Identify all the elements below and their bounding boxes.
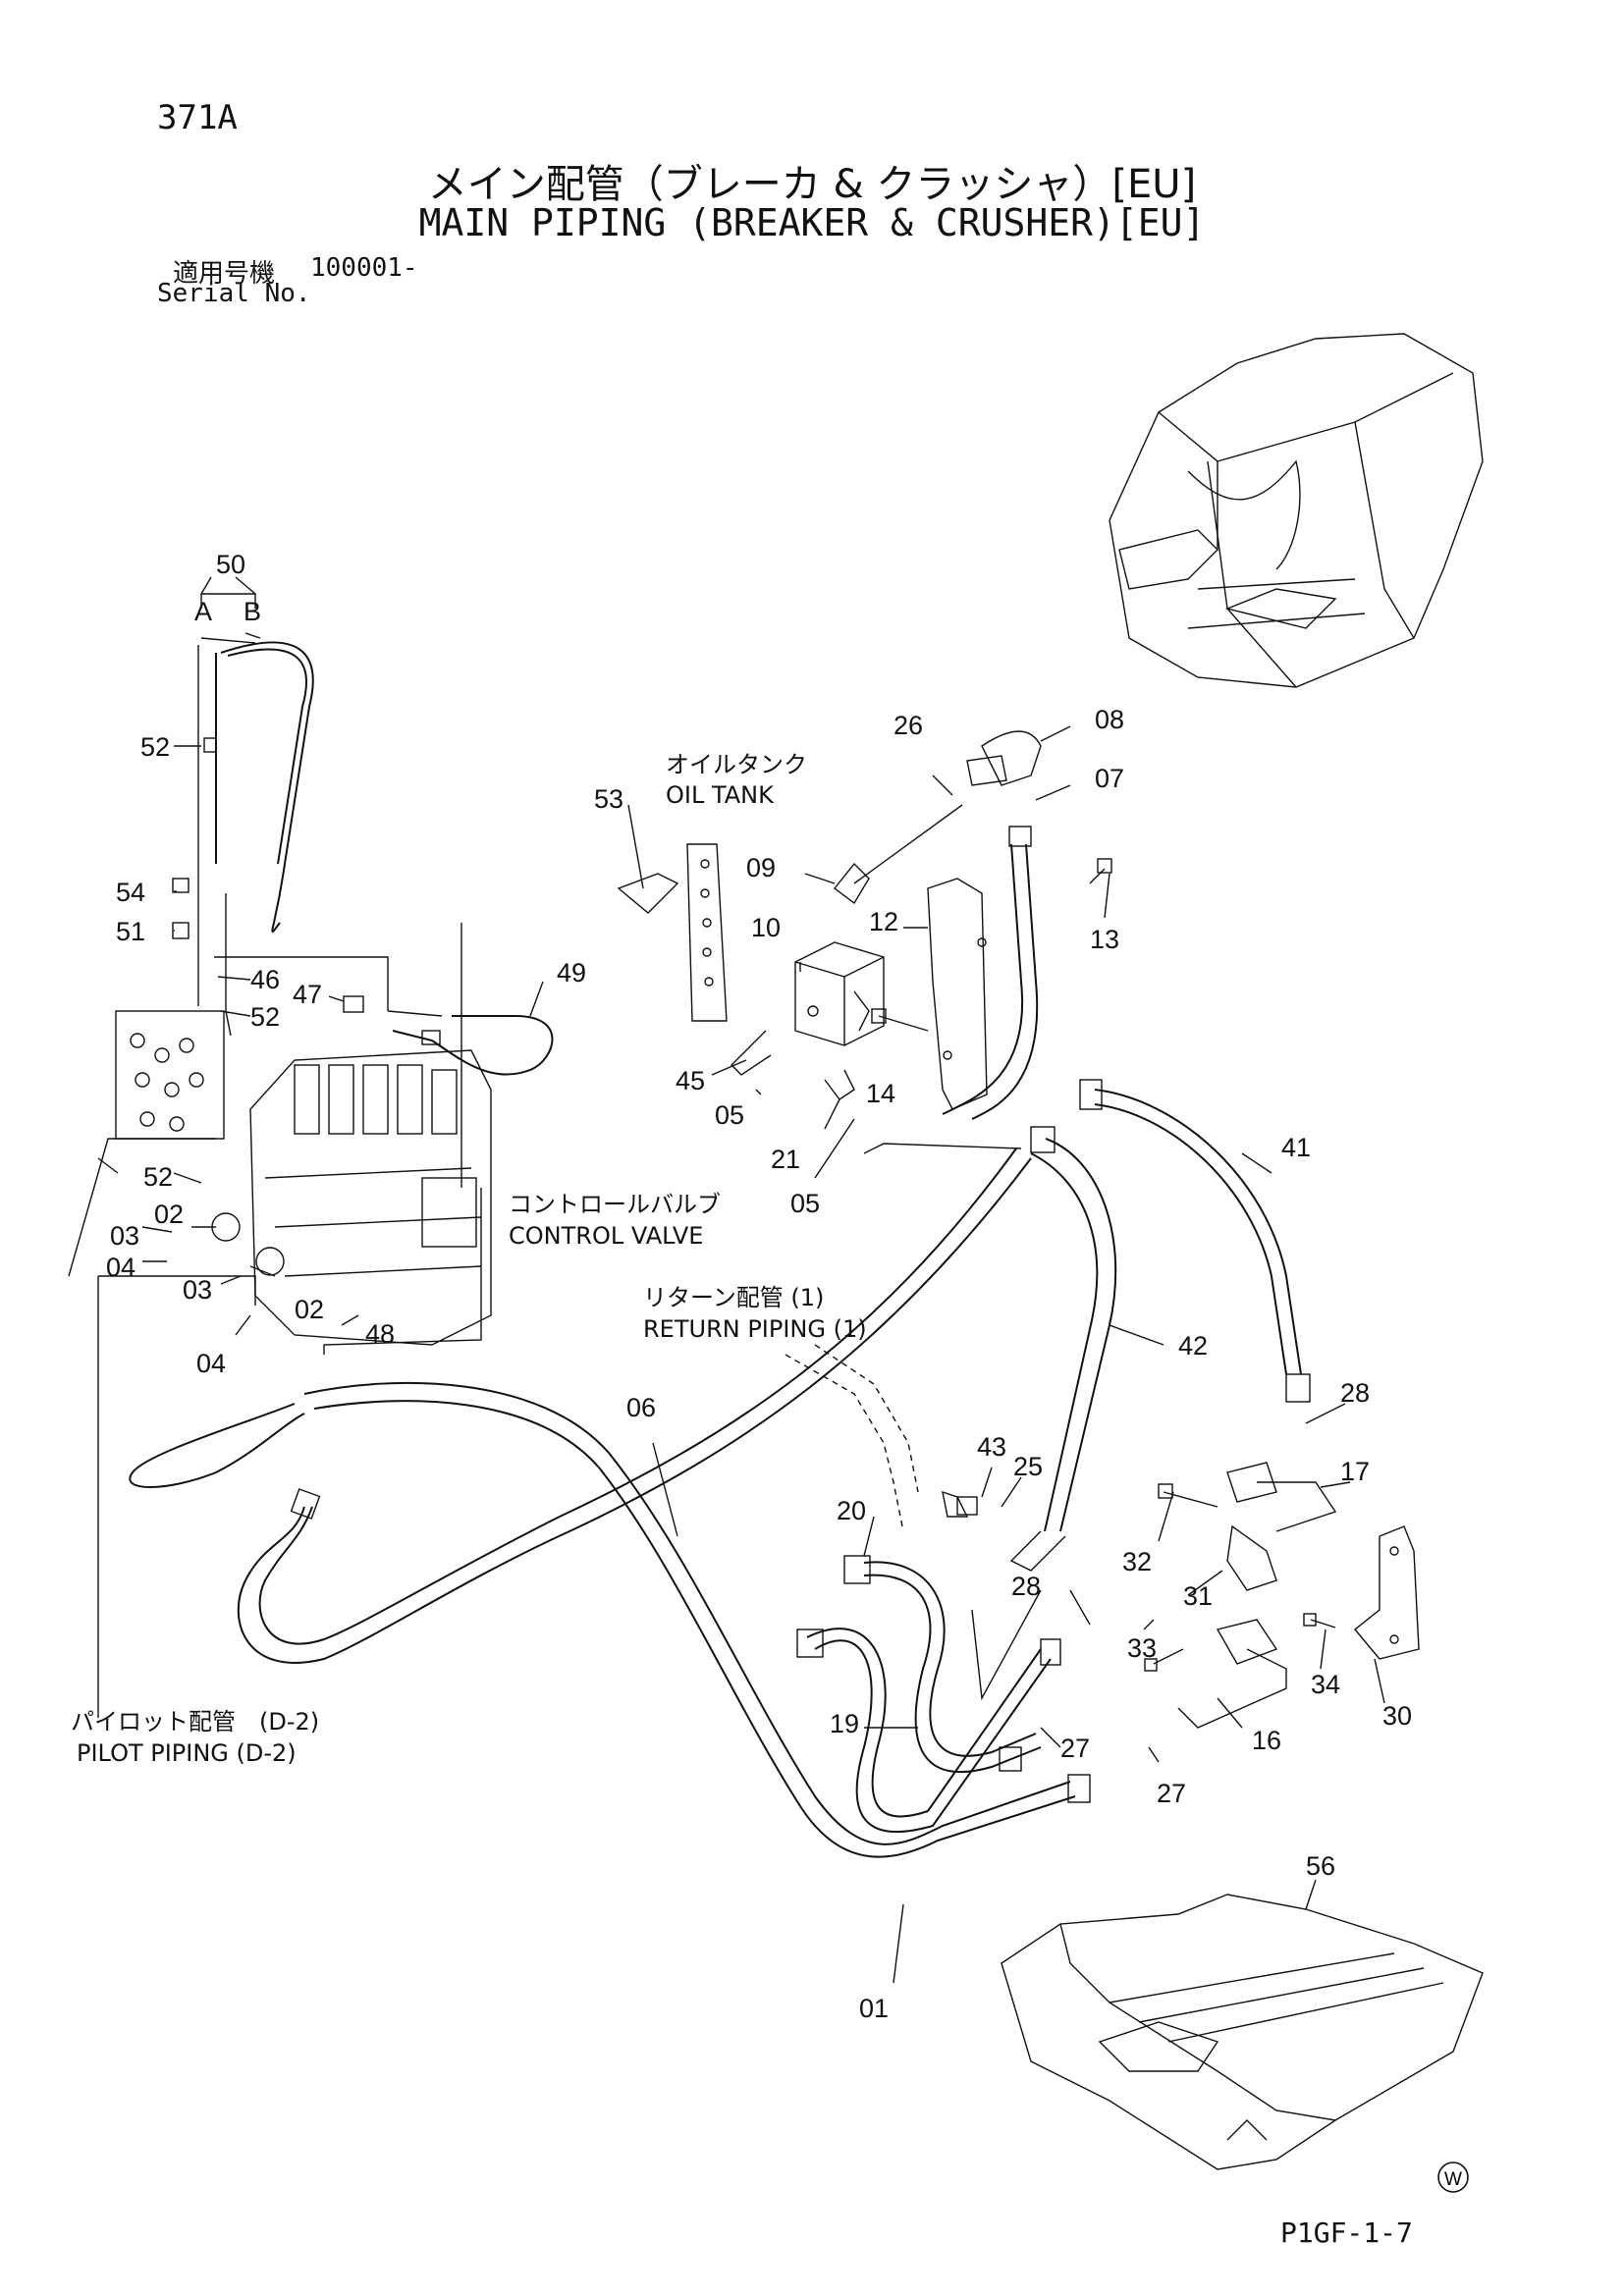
callout-07: 07 bbox=[1095, 764, 1124, 793]
callout-47: 47 bbox=[293, 980, 322, 1009]
callout-45: 45 bbox=[676, 1066, 705, 1095]
callout-25: 25 bbox=[1013, 1452, 1043, 1481]
return-piping-label-jp: リターン配管 (1) bbox=[643, 1284, 824, 1311]
serial-number-value: 100001- bbox=[310, 253, 418, 283]
callout-06: 06 bbox=[626, 1393, 656, 1422]
hose-19-20 bbox=[796, 1555, 1061, 1834]
hose-42 bbox=[1009, 1126, 1117, 1572]
title-japanese: メイン配管（ブレーカ & クラッシャ）[EU] bbox=[427, 162, 1197, 207]
callout-30: 30 bbox=[1382, 1701, 1412, 1731]
callout-52: 52 bbox=[140, 732, 170, 762]
callout-05: 05 bbox=[715, 1100, 744, 1130]
hose-41 bbox=[1079, 1079, 1311, 1403]
adapters-16-17 bbox=[1177, 1462, 1420, 1729]
callout-02: 02 bbox=[295, 1295, 324, 1324]
return-piping-outline bbox=[785, 1344, 919, 1532]
callout-21: 21 bbox=[771, 1145, 800, 1174]
callout-49: 49 bbox=[557, 958, 586, 988]
callout-08: 08 bbox=[1095, 705, 1124, 734]
callout-28: 28 bbox=[1340, 1378, 1370, 1408]
selector-valve-block bbox=[731, 730, 1042, 1100]
callout-33: 33 bbox=[1127, 1633, 1157, 1663]
callout-17: 17 bbox=[1340, 1457, 1370, 1486]
callout-27: 27 bbox=[1060, 1734, 1090, 1763]
callout-09: 09 bbox=[746, 853, 776, 882]
callout-56: 56 bbox=[1306, 1851, 1335, 1881]
callout-19: 19 bbox=[830, 1709, 859, 1738]
hose-49 bbox=[214, 923, 554, 1188]
callout-20: 20 bbox=[837, 1496, 866, 1525]
under-cover-56 bbox=[1001, 1894, 1484, 2170]
callout-B: B bbox=[244, 597, 261, 626]
callout-41: 41 bbox=[1281, 1133, 1311, 1162]
leader-lines bbox=[97, 576, 1385, 1984]
hose-01 bbox=[129, 1381, 1091, 1858]
control-valve-label-jp: コントロールバルブ bbox=[509, 1191, 721, 1218]
callout-26: 26 bbox=[893, 711, 923, 740]
callout-52: 52 bbox=[143, 1162, 173, 1192]
pilot-piping-label-en: PILOT PIPING (D-2) bbox=[77, 1739, 297, 1767]
callout-52: 52 bbox=[250, 1002, 280, 1032]
callout-31: 31 bbox=[1183, 1581, 1213, 1611]
oil-tank-label-en: OIL TANK bbox=[666, 781, 775, 809]
callout-50: 50 bbox=[216, 550, 245, 579]
serial-label-english: Serial No. bbox=[157, 279, 311, 308]
title-english: MAIN PIPING (BREAKER & CRUSHER)[EU] bbox=[418, 201, 1206, 244]
callout-04: 04 bbox=[106, 1253, 135, 1282]
callout-03: 03 bbox=[183, 1275, 212, 1305]
svg-text:W: W bbox=[1444, 2169, 1462, 2190]
callout-10: 10 bbox=[751, 913, 781, 942]
callout-14: 14 bbox=[866, 1079, 895, 1108]
callout-28: 28 bbox=[1011, 1572, 1041, 1601]
callout-48: 48 bbox=[365, 1319, 395, 1349]
callout-13: 13 bbox=[1090, 925, 1119, 954]
callout-43: 43 bbox=[977, 1432, 1006, 1462]
callout-04: 04 bbox=[196, 1349, 226, 1378]
callout-02: 02 bbox=[154, 1200, 184, 1229]
w-mark-icon: W bbox=[1437, 2162, 1469, 2193]
bracket-12 bbox=[927, 878, 988, 1110]
hose-06 bbox=[237, 1148, 1032, 1664]
callout-27: 27 bbox=[1157, 1779, 1186, 1808]
callout-54: 54 bbox=[116, 878, 145, 907]
serial-label-japanese: 適用号機 bbox=[173, 259, 276, 289]
callout-51: 51 bbox=[116, 917, 145, 946]
callout-16: 16 bbox=[1252, 1726, 1281, 1755]
control-valve-label-en: CONTROL VALVE bbox=[509, 1222, 703, 1250]
pilot-hose-50 bbox=[172, 632, 314, 1037]
pilot-piping-label-jp: パイロット配管 (D-2) bbox=[71, 1708, 319, 1735]
cab-location-inset bbox=[1109, 333, 1484, 688]
callout-46: 46 bbox=[250, 965, 280, 994]
callout-32: 32 bbox=[1122, 1547, 1152, 1576]
callout-05: 05 bbox=[790, 1189, 820, 1218]
callout-A: A bbox=[194, 597, 212, 626]
control-valve-assembly bbox=[68, 1010, 492, 1355]
callout-34: 34 bbox=[1311, 1670, 1340, 1699]
drawing-number: P1GF-1-7 bbox=[1280, 2216, 1413, 2249]
callout-12: 12 bbox=[869, 907, 898, 936]
callout-53: 53 bbox=[594, 784, 623, 814]
tank-return-hoses bbox=[942, 826, 1039, 1120]
callout-03: 03 bbox=[110, 1221, 139, 1251]
return-piping-label-en: RETURN PIPING (1) bbox=[643, 1315, 867, 1343]
callout-42: 42 bbox=[1178, 1331, 1208, 1361]
oil-tank-label-jp: オイルタンク bbox=[666, 751, 807, 778]
page-number: 371A bbox=[157, 98, 238, 137]
callout-01: 01 bbox=[859, 1994, 889, 2023]
adapter-43 bbox=[942, 1490, 978, 1518]
oil-tank-flange bbox=[617, 843, 728, 1022]
